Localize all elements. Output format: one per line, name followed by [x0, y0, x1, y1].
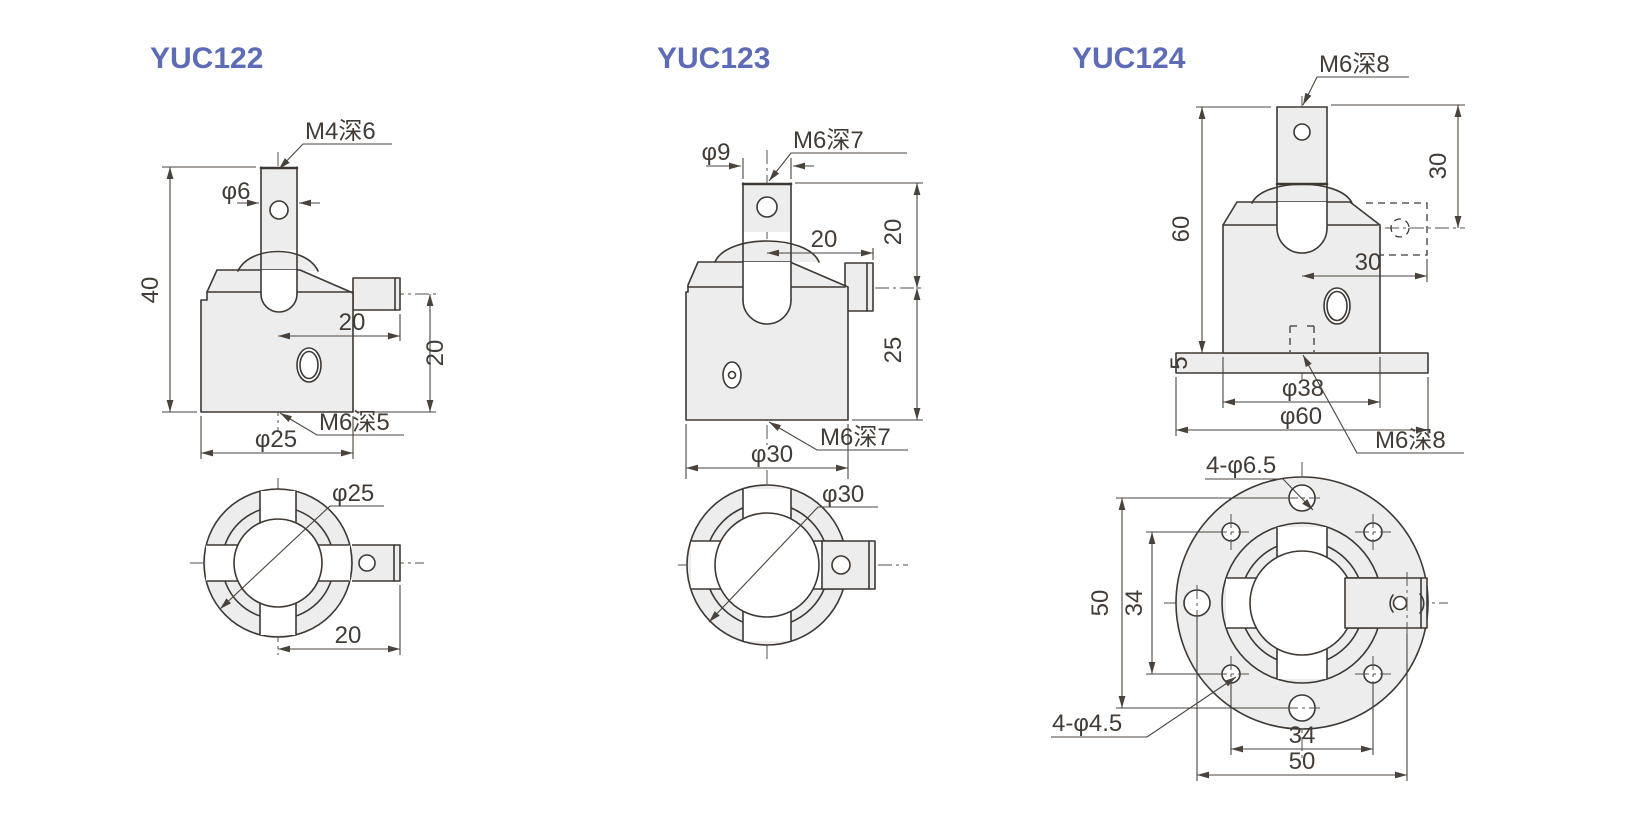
yuc124-thread-bottom-label: M6深8 [1375, 427, 1446, 454]
yuc124-bottom-outline [1175, 476, 1429, 730]
yuc122-thread-top-label: M4深6 [305, 118, 376, 145]
yuc122-stem-dia-label: φ6 [222, 178, 251, 205]
yuc123-bottom-dimensions: φ30 [708, 481, 878, 623]
yuc124-thread-top-label: M6深8 [1319, 51, 1390, 78]
yuc124-height-label: 60 [1168, 216, 1195, 243]
yuc123-stem-dia-label: φ9 [702, 139, 731, 166]
yuc123-upper-height-label: 20 [880, 219, 907, 246]
yuc122-bottom-pin-label: 20 [335, 622, 362, 649]
yuc124-holes-small-label: 4-φ4.5 [1052, 710, 1122, 737]
yuc124-front-dimensions: M6深8 60 30 30 5 φ38 φ60 [1166, 51, 1465, 454]
yuc123-pin-length-label: 20 [811, 226, 838, 253]
yuc123-front-dimensions: φ9 M6深7 20 20 25 φ30 M6深7 [685, 127, 923, 479]
yuc123-bottom-outline [686, 484, 876, 646]
drawing-yuc123: YUC123 [657, 42, 923, 662]
yuc123-lower-height-label: 25 [880, 337, 907, 364]
yuc124-front-outline [1175, 106, 1429, 374]
yuc122-front-view: 40 φ6 M4深6 20 20 φ25 M6深5 [137, 118, 449, 459]
yuc122-front-dimensions: 40 φ6 M4深6 20 20 φ25 M6深5 [137, 118, 449, 459]
yuc124-h-outer-label: 50 [1289, 748, 1316, 775]
yuc124-v-outer-label: 50 [1087, 590, 1114, 617]
yuc124-bottom-dimensions: 4-φ6.5 4-φ4.5 50 34 34 50 [1051, 452, 1408, 781]
yuc122-bottom-dimensions: φ25 20 [219, 480, 401, 655]
yuc123-front-outline [685, 182, 874, 421]
yuc122-base-dia-label: φ25 [255, 426, 297, 453]
drawing-yuc122: YUC122 [137, 42, 449, 655]
yuc124-flange-thickness-label: 5 [1166, 356, 1193, 369]
yuc122-bottom-dia-label: φ25 [332, 480, 374, 507]
yuc122-front-outline [200, 166, 401, 413]
yuc124-body-dia-label: φ38 [1282, 375, 1324, 402]
yuc122-pin-length-label: 20 [339, 309, 366, 336]
yuc122-bottom-view: φ25 20 [190, 478, 424, 655]
yuc122-bottom-outline [203, 488, 401, 638]
yuc123-bottom-dia-label: φ30 [822, 481, 864, 508]
yuc123-bottom-view: φ30 [678, 470, 908, 662]
drawing-title-yuc122: YUC122 [150, 42, 263, 75]
yuc124-holes-large-label: 4-φ6.5 [1206, 452, 1276, 479]
yuc122-height-label: 40 [137, 277, 164, 304]
drawing-title-yuc124: YUC124 [1072, 42, 1186, 75]
yuc124-v-inner-label: 34 [1121, 590, 1148, 617]
yuc124-pin-offset-label: 30 [1355, 249, 1382, 276]
yuc123-thread-bottom-label: M6深7 [820, 424, 891, 451]
yuc124-bottom-view: 4-φ6.5 4-φ4.5 50 34 34 50 [1051, 452, 1448, 781]
yuc123-thread-top-label: M6深7 [793, 127, 864, 154]
drawing-title-yuc123: YUC123 [657, 42, 770, 75]
yuc124-h-inner-label: 34 [1289, 722, 1316, 749]
yuc124-front-view: M6深8 60 30 30 5 φ38 φ60 [1166, 51, 1465, 454]
yuc122-thread-bottom-label: M6深5 [319, 409, 390, 436]
yuc124-stem-height-label: 30 [1425, 153, 1452, 180]
drawing-yuc124: YUC124 [1051, 42, 1465, 781]
yuc122-pin-height-label: 20 [422, 340, 449, 367]
yuc124-flange-dia-label: φ60 [1280, 403, 1322, 430]
yuc123-base-dia-label: φ30 [751, 441, 793, 468]
yuc123-front-view: φ9 M6深7 20 20 25 φ30 M6深7 [685, 127, 923, 479]
